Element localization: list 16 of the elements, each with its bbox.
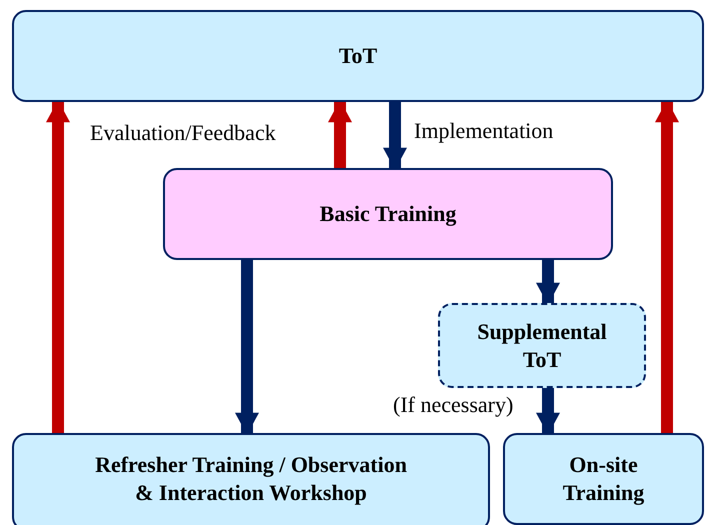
arrow [383, 102, 407, 170]
process-box [12, 10, 704, 102]
node-label: ToT [338, 42, 378, 70]
arrow [536, 260, 560, 305]
arrow [655, 100, 679, 433]
arrow [235, 260, 259, 435]
process-box [12, 433, 490, 525]
process-box [438, 303, 646, 388]
arrow [46, 100, 70, 433]
node-label: On-site Training [562, 451, 646, 507]
process-box [163, 168, 613, 260]
arrow [328, 100, 352, 168]
node-label: Basic Training [320, 200, 456, 228]
node-label: Supplemental ToT [476, 318, 608, 374]
node-label: Refresher Training / Observation & Interaction Workshop [94, 451, 408, 507]
process-box [503, 433, 704, 525]
